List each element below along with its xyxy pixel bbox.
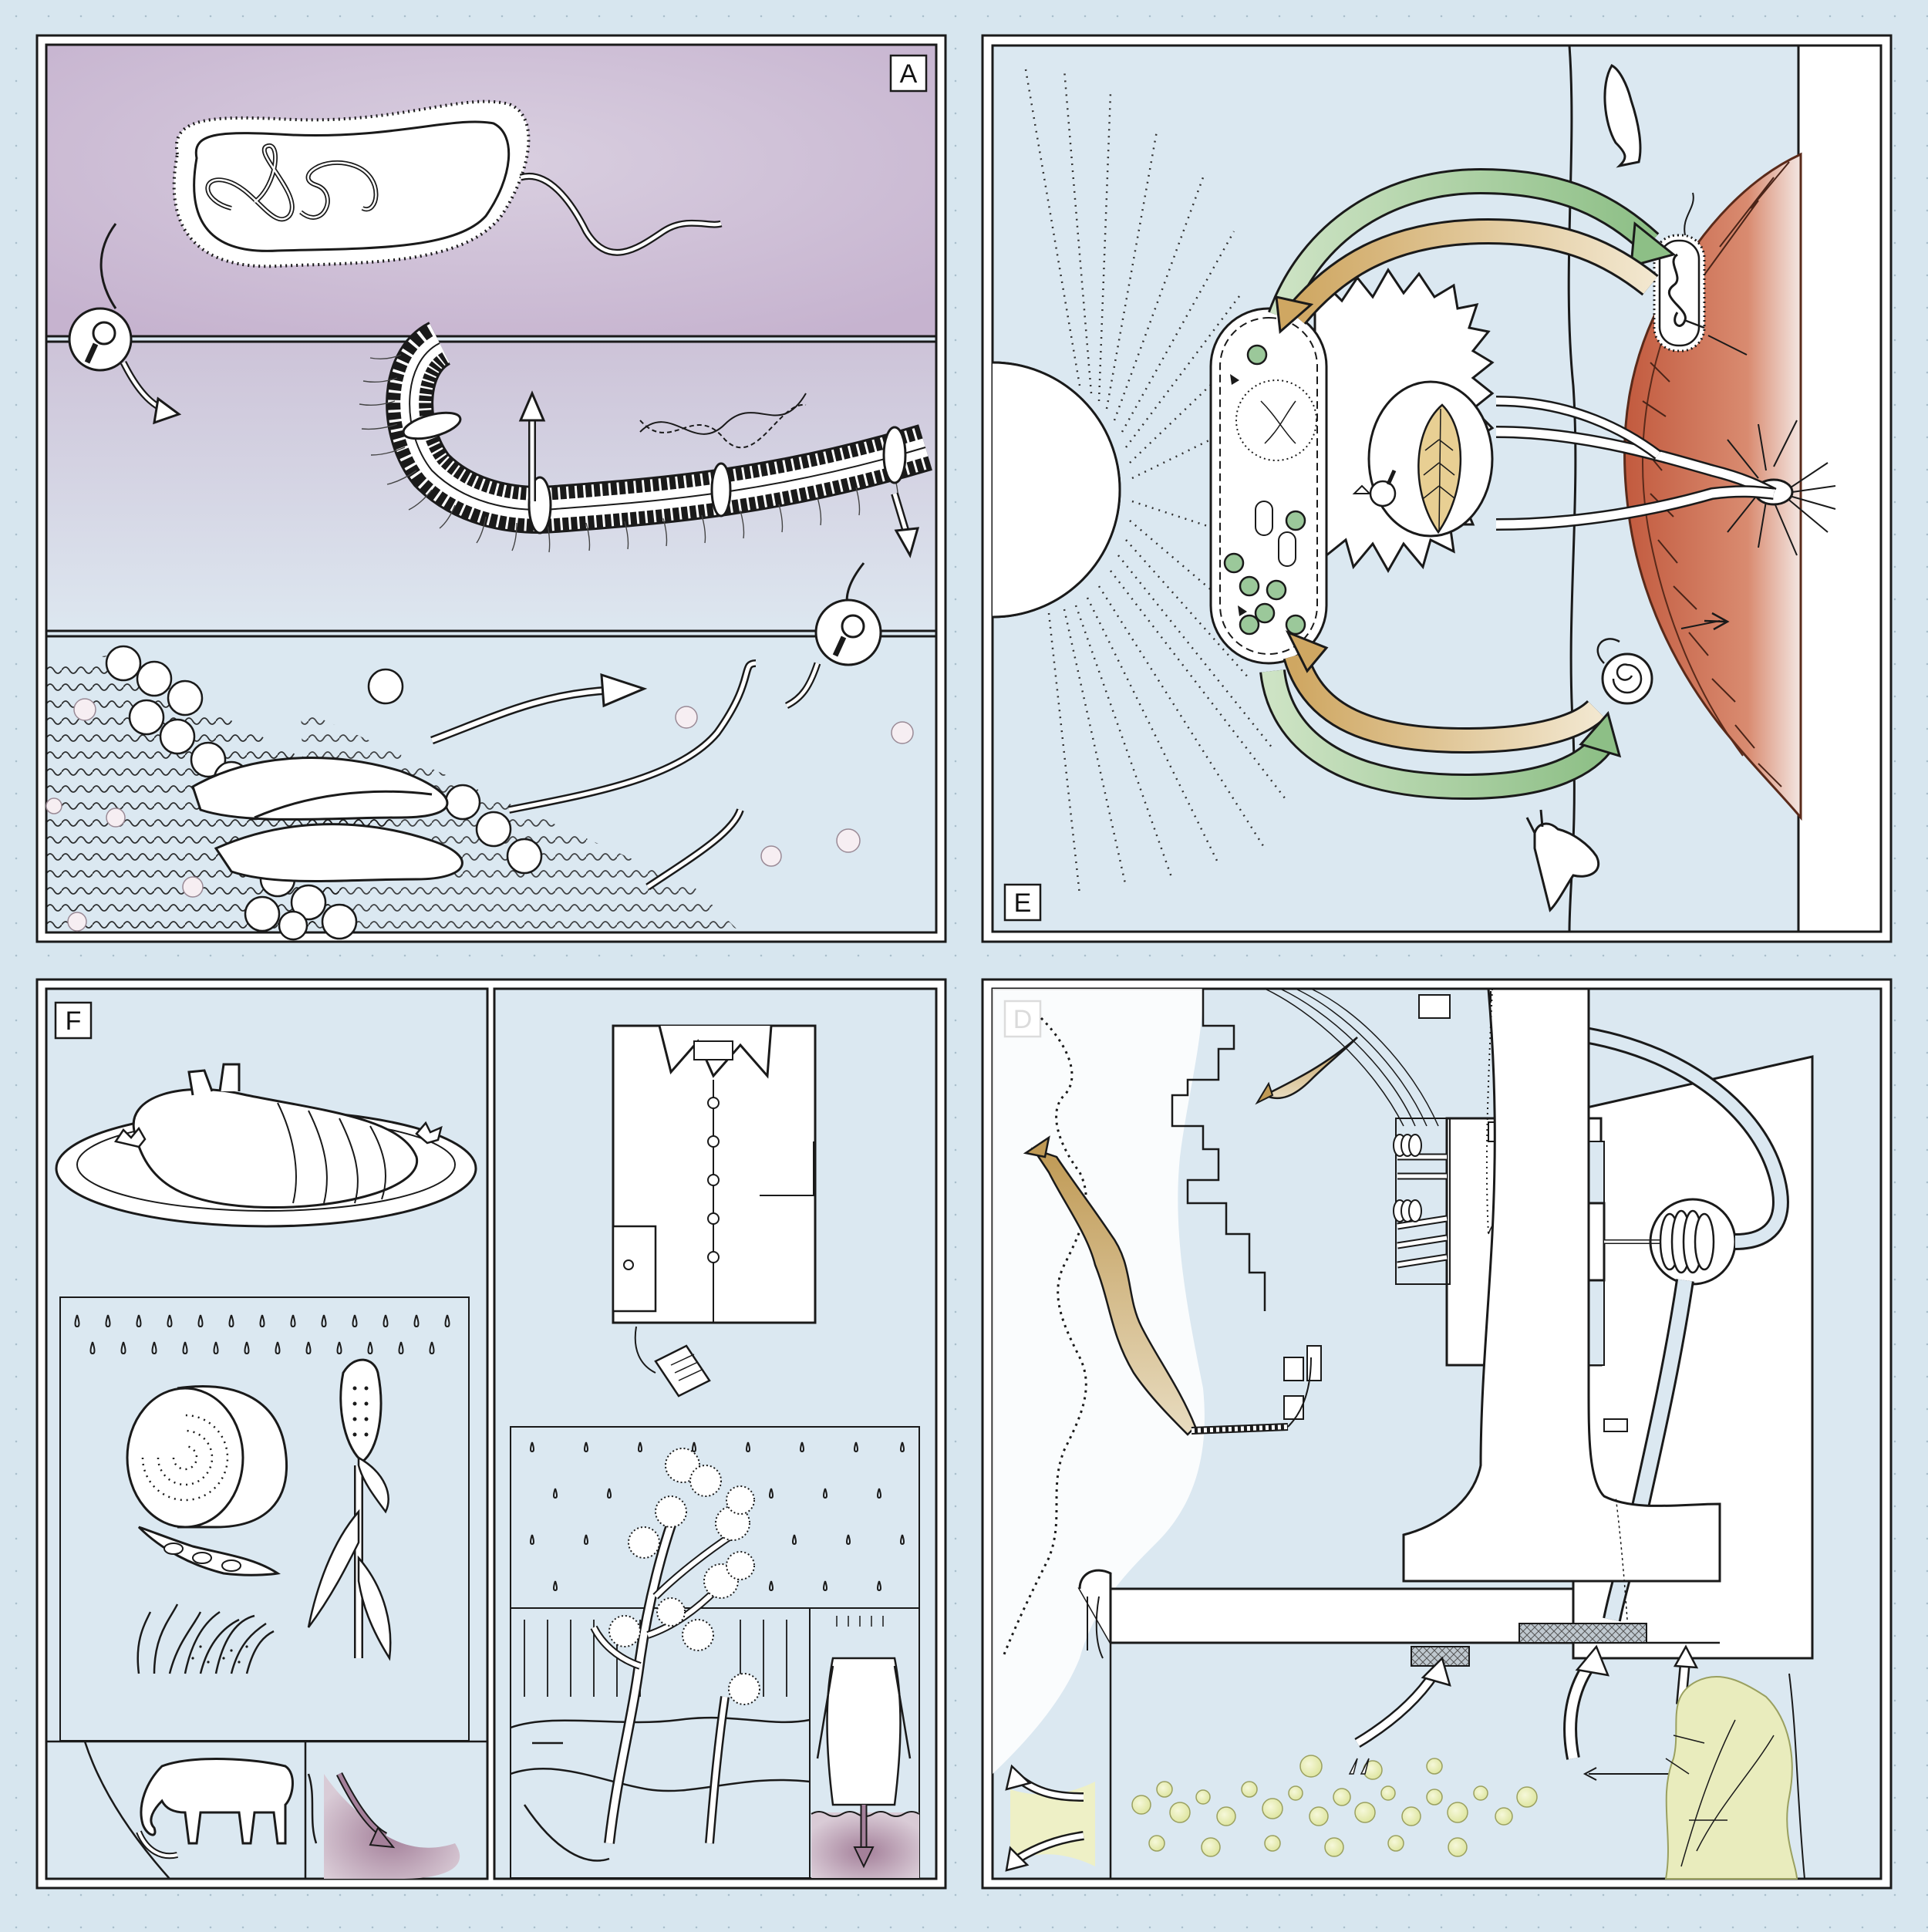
panel-f-label: F (54, 1001, 93, 1040)
arrow-down (891, 492, 920, 558)
bacterium-cell (172, 99, 723, 268)
feed-crops-box (59, 1296, 470, 1741)
water-bubbles (1131, 1755, 1538, 1857)
membrane-tube (359, 322, 932, 553)
chimney-smoke (1023, 1135, 1322, 1436)
panel-f: F (35, 978, 947, 1890)
cow-icon (140, 1758, 294, 1845)
panel-a-label-text: A (900, 59, 918, 89)
fish-icon (1603, 64, 1642, 168)
leaf-icon (1417, 403, 1461, 534)
bacterium-small (1653, 192, 1748, 356)
panel-f-label-text: F (66, 1006, 82, 1036)
roast-plate (55, 1063, 477, 1228)
dam-structure (1077, 987, 1721, 1879)
algae-plant (1664, 1673, 1805, 1880)
rabbit-icon (1525, 809, 1600, 912)
cycle-arrow-bottom (1259, 630, 1622, 801)
panel-a-label: A (889, 54, 928, 93)
cotton-plant-icon (590, 1448, 760, 1844)
magnifier-icon (784, 562, 882, 710)
sun-icon (991, 69, 1289, 895)
arrow-up (518, 390, 546, 501)
cow-row (46, 1740, 487, 1880)
panel-e-label: E (1003, 883, 1042, 922)
corn-icon (307, 1358, 392, 1661)
upflow-arrows (1354, 991, 1699, 1781)
magnifier-icon (68, 223, 182, 425)
panel-a: A (35, 34, 947, 943)
panel-d: D (981, 978, 1893, 1890)
shirt-icon (612, 1024, 817, 1398)
snail-icon (1596, 638, 1653, 705)
washing-shirt (811, 1616, 920, 1878)
plant-cell (1209, 268, 1777, 665)
dna-helix (639, 393, 807, 449)
panel-e-label-text: E (1014, 888, 1032, 918)
cycle-arrow-top (1268, 167, 1677, 335)
cotton-field-box (510, 1426, 920, 1879)
lipid-bilayer (46, 645, 914, 941)
panel-e: E (981, 34, 1893, 943)
outflow-arrows (1005, 1764, 1095, 1872)
